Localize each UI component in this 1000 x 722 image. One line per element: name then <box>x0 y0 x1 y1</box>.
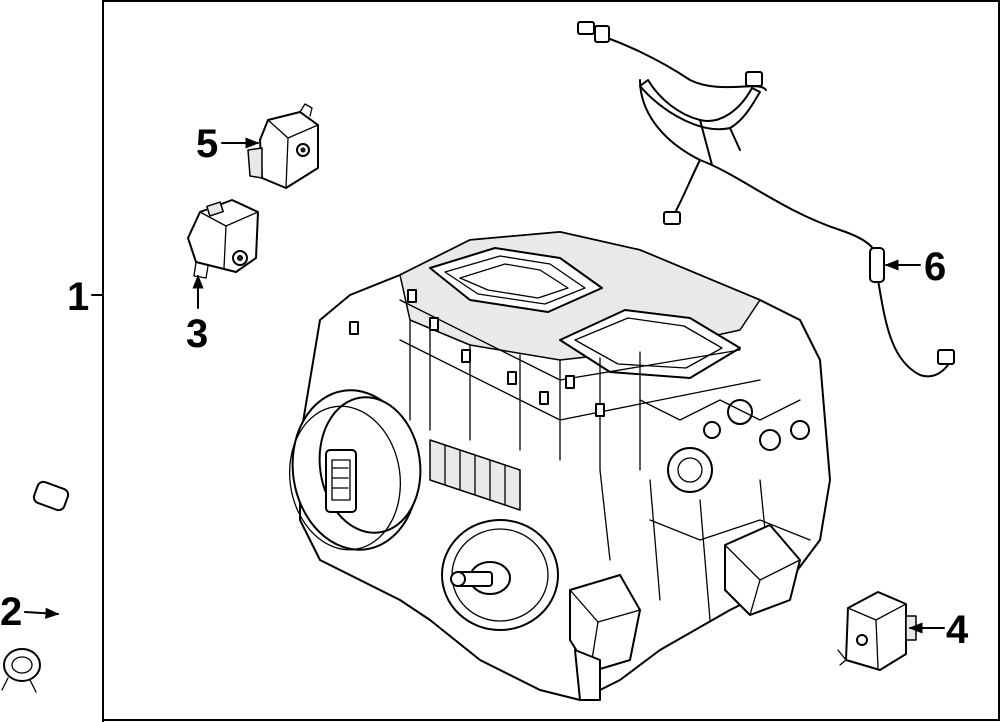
part-2-hose <box>1 480 72 693</box>
hvac-housing-assembly <box>288 231 831 701</box>
callout-1: 1 <box>67 275 89 319</box>
callout-5: 5 <box>196 122 218 166</box>
part-3-actuator <box>187 199 259 279</box>
callout-2: 2 <box>0 590 22 634</box>
assembly-frame <box>91 0 1000 722</box>
callout-3: 3 <box>186 312 208 356</box>
part-4-actuator <box>837 591 917 671</box>
callout-4: 4 <box>946 608 969 652</box>
callout-6: 6 <box>924 245 946 289</box>
part-5-actuator <box>247 103 319 189</box>
part-6-wiring-harness <box>577 21 955 378</box>
leader-2 <box>24 607 60 619</box>
